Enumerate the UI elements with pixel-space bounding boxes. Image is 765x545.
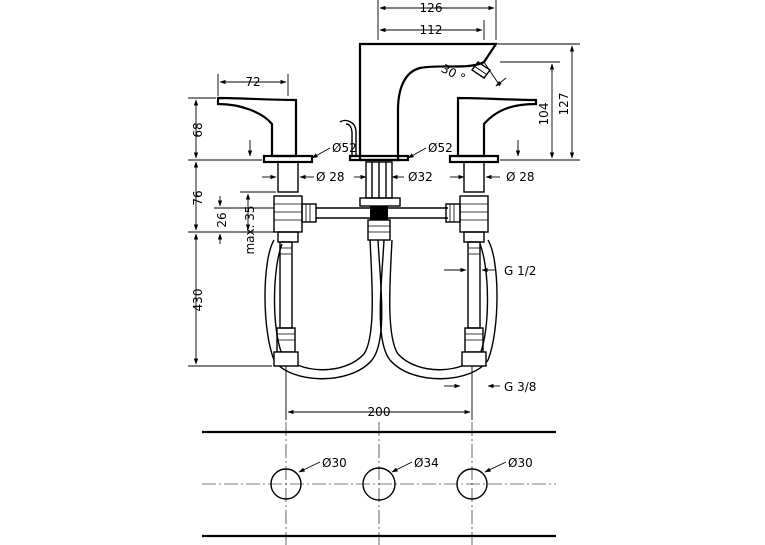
right-handle: [448, 96, 538, 193]
deck-plate: [202, 422, 556, 545]
hole-center: [362, 467, 396, 501]
right-valve-body: [445, 195, 489, 243]
hole-left: [270, 468, 302, 500]
label-hole-center: Ø34: [414, 456, 439, 470]
label-76: 76: [191, 190, 205, 205]
hoses: [264, 207, 498, 380]
dimension-labels: 126 112 30 ° 72 68 104 127 Ø52 Ø52 Ø 28 …: [191, 1, 571, 470]
left-valve-body: [273, 195, 317, 243]
dimension-lines: [188, 0, 580, 420]
label-126: 126: [420, 1, 443, 15]
center-hose-connector: [367, 219, 391, 241]
label-hole-left: Ø30: [322, 456, 347, 470]
label-d28-left: Ø 28: [316, 170, 345, 184]
label-d28-right: Ø 28: [506, 170, 535, 184]
label-30-degree: 30 °: [439, 61, 468, 85]
label-68: 68: [191, 122, 205, 137]
label-104: 104: [537, 103, 551, 126]
hole-right: [456, 468, 488, 500]
label-max-35: max. 35: [243, 205, 257, 254]
label-d52-right: Ø52: [428, 141, 453, 155]
label-430: 430: [191, 289, 205, 312]
label-g12: G 1/2: [504, 264, 536, 278]
label-d52-left: Ø52: [332, 141, 357, 155]
label-112: 112: [420, 23, 443, 37]
label-26: 26: [215, 212, 229, 227]
spout: [339, 42, 499, 162]
left-supply: [273, 241, 299, 367]
label-72: 72: [245, 75, 260, 89]
label-127: 127: [557, 93, 571, 116]
label-200: 200: [368, 405, 391, 419]
label-d32: Ø32: [408, 170, 433, 184]
label-hole-right: Ø30: [508, 456, 533, 470]
right-supply: [461, 241, 487, 367]
label-g38: G 3/8: [504, 380, 536, 394]
left-handle: [216, 96, 314, 193]
center-mount: [359, 161, 401, 220]
